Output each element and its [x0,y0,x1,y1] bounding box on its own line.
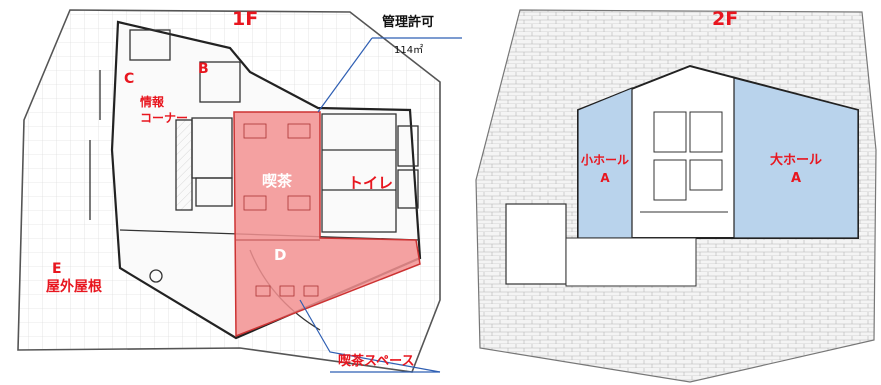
info-corner-label-line1: 情報 [140,95,165,109]
floor1-title: 1F [232,8,259,30]
floor1-plan [17,9,462,373]
management-leader-line [317,37,373,113]
large-hall-zone [733,77,859,239]
floor2-lower-volume-left [505,203,567,285]
floor2-title: 2F [712,8,739,30]
floor2-core-rooms [640,111,728,213]
cafe-zone [233,111,421,338]
floor2-plan [475,9,877,383]
cafe-space-leader-line [299,299,441,373]
large-hall-label-line2: A [790,171,802,186]
info-corner-label-line2: コーナー [140,111,189,125]
room-e-label: E [52,261,62,277]
outdoor-roof-label: 屋外屋根 [46,279,102,295]
small-hall-label-line1: 小ホール [580,153,629,167]
cafe-furniture [236,123,320,297]
management-area: 114㎡ [394,45,424,56]
floor2-lower-volume-mid [565,237,697,287]
cafe-label: 喫茶 [262,172,293,190]
toilet-label: トイレ [348,174,394,192]
management-label: 管理許可 [382,15,435,30]
room-b-label: B [198,61,209,77]
cafe-space-label: 喫茶スペース [338,354,415,369]
room-c-label: C [124,71,135,87]
large-hall-label-line1: 大ホール [769,153,822,168]
small-hall-label-line2: A [600,171,610,185]
room-d-label: D [274,246,287,264]
